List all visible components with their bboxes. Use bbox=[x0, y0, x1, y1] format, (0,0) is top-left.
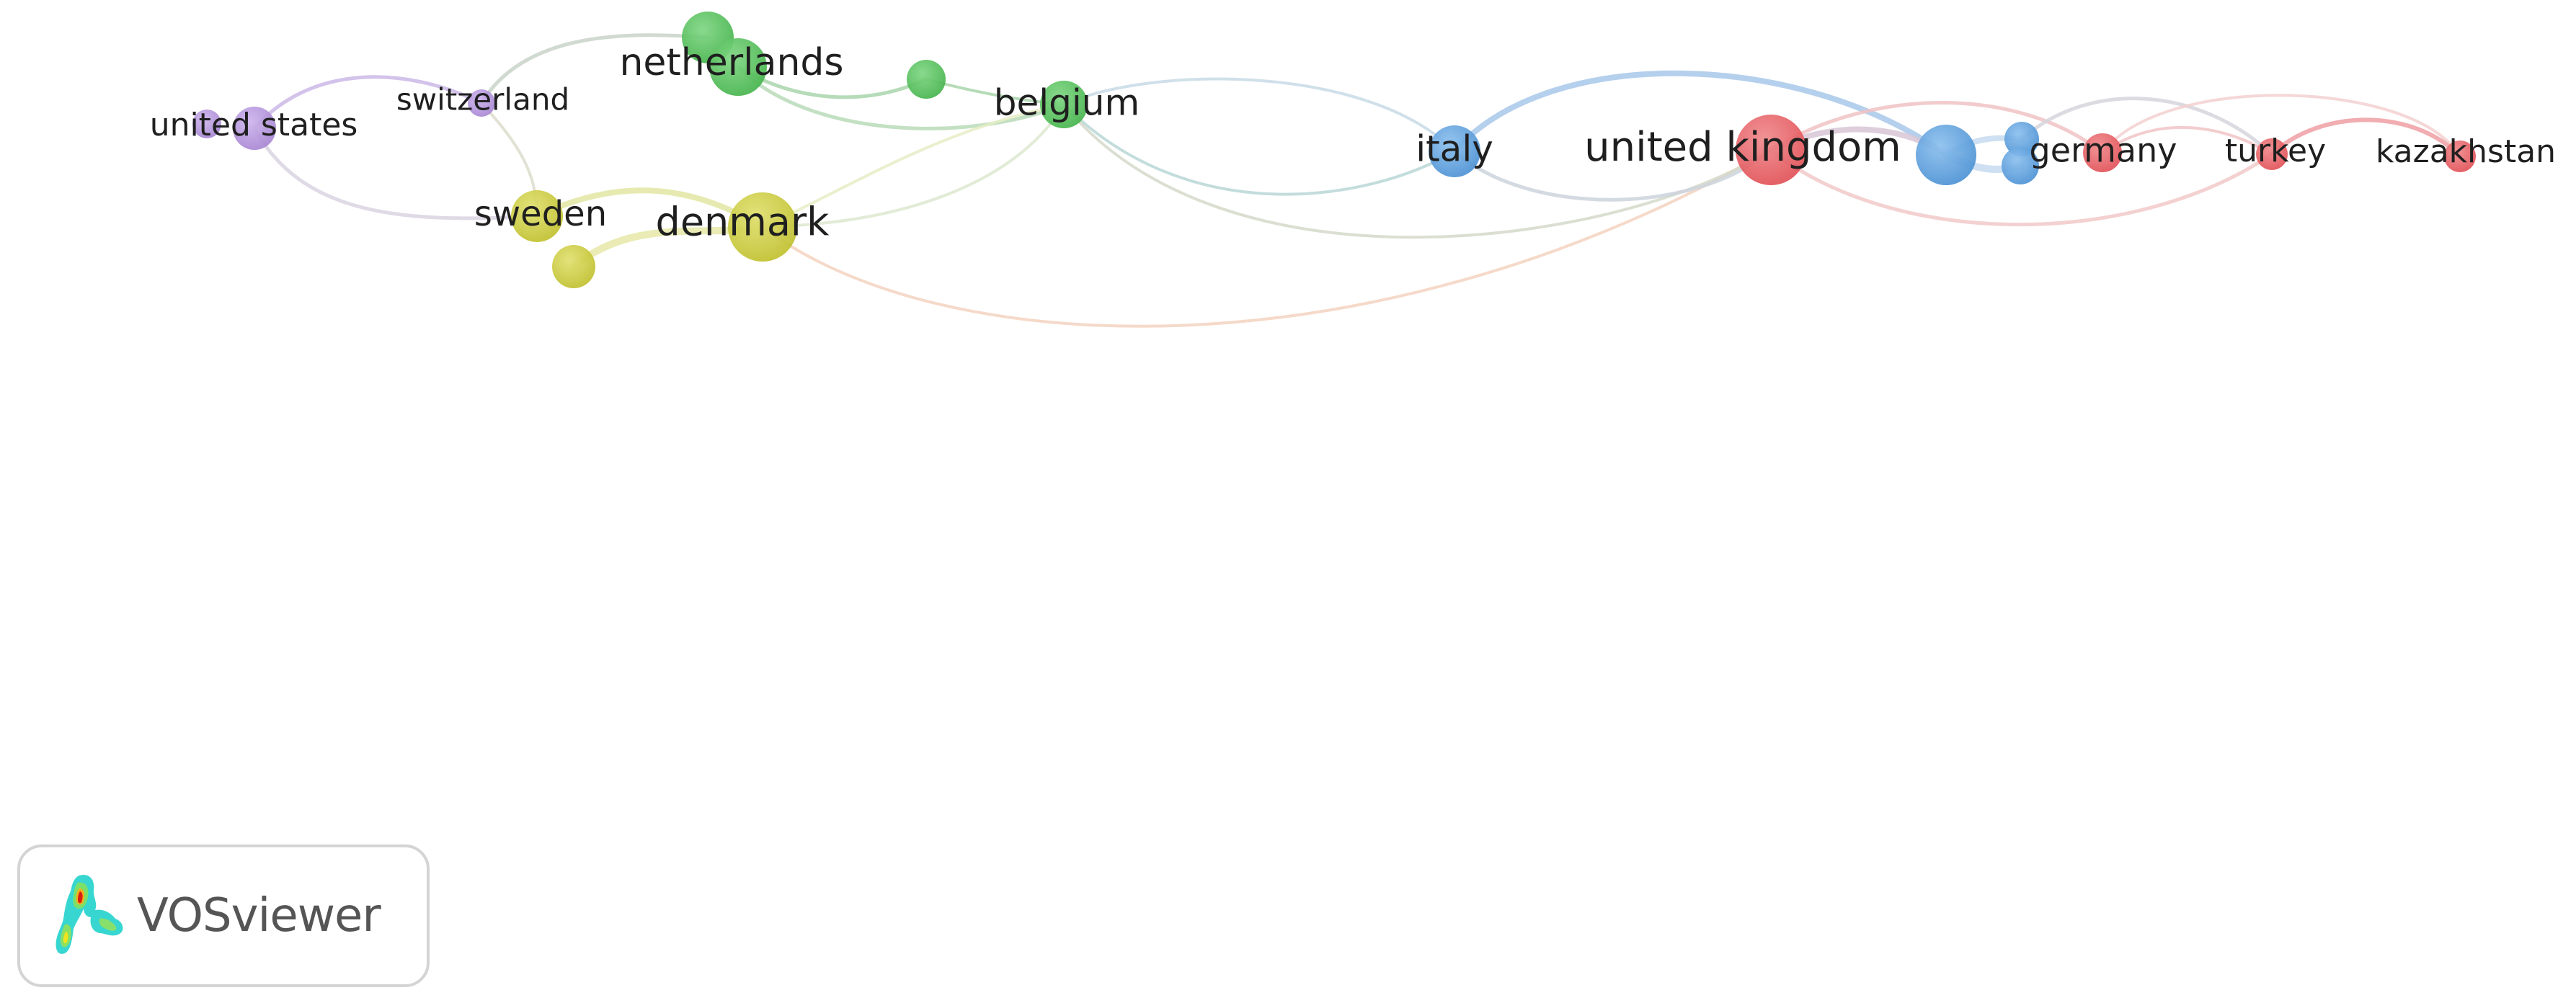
edge-layer bbox=[252, 33, 2462, 328]
node-italy[interactable] bbox=[1429, 125, 1480, 177]
vosviewer-density-icon bbox=[55, 875, 123, 954]
link-edge bbox=[761, 103, 1065, 228]
node-blue-c[interactable] bbox=[2002, 147, 2039, 184]
label-layer: united states switzerland netherlands belgi… bbox=[150, 41, 2556, 245]
node-united-states[interactable] bbox=[233, 107, 276, 150]
link-edge bbox=[1452, 70, 1949, 158]
link-edge bbox=[736, 65, 1066, 130]
vosviewer-logo-text: VOSviewer bbox=[137, 889, 381, 942]
link-edge bbox=[761, 103, 1065, 228]
node-belgium[interactable] bbox=[1040, 81, 1088, 128]
node-label-denmark[interactable]: denmark bbox=[656, 200, 830, 245]
node-germany[interactable] bbox=[2083, 133, 2122, 172]
node-label-sweden[interactable]: sweden bbox=[474, 194, 607, 234]
link-edge bbox=[1062, 77, 1456, 153]
node-kazakhstan[interactable] bbox=[2444, 141, 2476, 172]
node-switzerland[interactable] bbox=[468, 89, 495, 117]
link-edge bbox=[761, 148, 1772, 328]
node-sweden[interactable] bbox=[511, 190, 563, 242]
node-label-kazakhstan[interactable]: kazakhstan bbox=[2376, 133, 2556, 170]
node-turkey[interactable] bbox=[2256, 138, 2288, 170]
link-edge bbox=[2270, 117, 2462, 159]
vosviewer-logo-badge: VOSviewer bbox=[17, 844, 430, 987]
node-layer bbox=[192, 12, 2476, 288]
link-edge bbox=[2101, 94, 2461, 158]
link-edge bbox=[1452, 148, 1773, 202]
node-label-turkey[interactable]: turkey bbox=[2225, 133, 2326, 169]
link-edge bbox=[1062, 103, 1456, 196]
node-label-netherlands[interactable]: netherlands bbox=[619, 41, 843, 84]
node-blue-b[interactable] bbox=[2004, 122, 2039, 156]
node-nl-small[interactable] bbox=[907, 60, 946, 99]
node-united-kingdom[interactable] bbox=[1736, 115, 1806, 185]
link-edge bbox=[2101, 125, 2273, 156]
node-denmark[interactable] bbox=[728, 192, 797, 262]
link-edge bbox=[1769, 148, 2274, 226]
node-label-switzerland[interactable]: switzerland bbox=[396, 82, 569, 117]
node-sweden-small[interactable] bbox=[552, 245, 595, 288]
node-label-germany[interactable]: germany bbox=[2030, 131, 2177, 170]
node-netherlands[interactable] bbox=[709, 38, 767, 96]
node-label-united-kingdom[interactable]: united kingdom bbox=[1584, 124, 1901, 171]
link-edge bbox=[2020, 97, 2274, 156]
node-blue-a[interactable] bbox=[1916, 125, 1976, 185]
link-edge bbox=[1769, 101, 2105, 155]
node-us-small[interactable] bbox=[192, 110, 221, 138]
link-edge bbox=[252, 75, 484, 130]
node-label-united-states[interactable]: united states bbox=[150, 107, 358, 143]
link-edge bbox=[479, 33, 710, 105]
node-label-italy[interactable]: italy bbox=[1416, 128, 1493, 170]
node-label-belgium[interactable]: belgium bbox=[994, 82, 1140, 124]
link-edge bbox=[252, 126, 539, 220]
